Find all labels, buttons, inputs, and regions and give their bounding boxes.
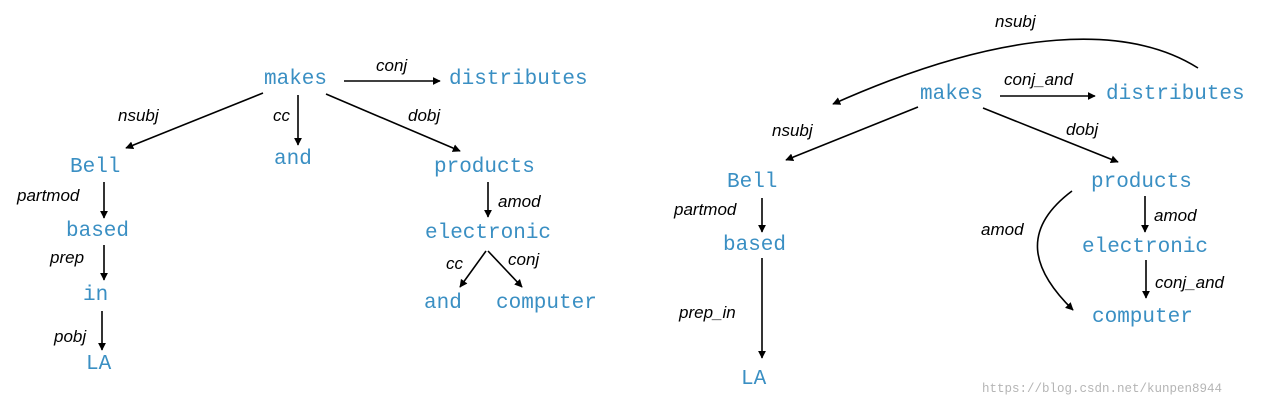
label-conj: conj	[376, 56, 408, 75]
word-distributes-r: distributes	[1106, 83, 1245, 106]
label-nsubj-r: nsubj	[772, 121, 814, 140]
word-electronic: electronic	[425, 222, 551, 245]
word-based-r: based	[723, 234, 786, 257]
label-partmod-r: partmod	[673, 200, 737, 219]
edge-left-nsubj	[125, 92, 264, 150]
word-computer: computer	[496, 292, 597, 315]
word-bell: Bell	[70, 156, 120, 179]
word-and-leaf: and	[424, 292, 462, 315]
word-makes: makes	[264, 68, 327, 91]
label-cc2: cc	[446, 254, 464, 273]
edge-left-cc2	[459, 250, 487, 288]
edge-right-nsubj	[785, 106, 919, 162]
label-conj-and2: conj_and	[1155, 273, 1225, 292]
label-cc: cc	[273, 106, 291, 125]
edge-right-dobj	[982, 107, 1119, 164]
word-bell-r: Bell	[727, 171, 777, 194]
edge-right-nsubj-top	[832, 38, 1199, 105]
right-tree: makes distributes Bell products based el…	[673, 12, 1245, 391]
label-conj-and: conj_and	[1004, 70, 1074, 89]
label-nsubj-top: nsubj	[995, 12, 1037, 31]
label-pobj: pobj	[53, 327, 87, 346]
label-dobj-r: dobj	[1066, 120, 1099, 139]
word-la: LA	[86, 353, 112, 376]
word-products-r: products	[1091, 171, 1192, 194]
word-products: products	[434, 156, 535, 179]
watermark-text: https://blog.csdn.net/kunpen8944	[982, 382, 1222, 396]
word-distributes: distributes	[449, 68, 588, 91]
label-prep: prep	[49, 248, 84, 267]
word-computer-r: computer	[1092, 306, 1193, 329]
label-amod: amod	[498, 192, 541, 211]
word-electronic-r: electronic	[1082, 236, 1208, 259]
label-amod-curve: amod	[981, 220, 1024, 239]
word-la-r: LA	[741, 368, 767, 391]
label-dobj: dobj	[408, 106, 441, 125]
word-in: in	[83, 284, 108, 307]
label-partmod: partmod	[16, 186, 80, 205]
word-makes-r: makes	[920, 83, 983, 106]
edge-left-dobj	[325, 93, 461, 152]
word-based: based	[66, 220, 129, 243]
edge-left-conj2	[487, 250, 523, 288]
label-prep-in: prep_in	[678, 303, 736, 322]
edge-right-amod-curve	[1036, 190, 1074, 311]
left-tree: makes distributes Bell and products base…	[16, 56, 597, 376]
label-conj2: conj	[508, 250, 540, 269]
label-nsubj: nsubj	[118, 106, 160, 125]
word-and-cc: and	[274, 148, 312, 171]
label-amod-r: amod	[1154, 206, 1197, 225]
